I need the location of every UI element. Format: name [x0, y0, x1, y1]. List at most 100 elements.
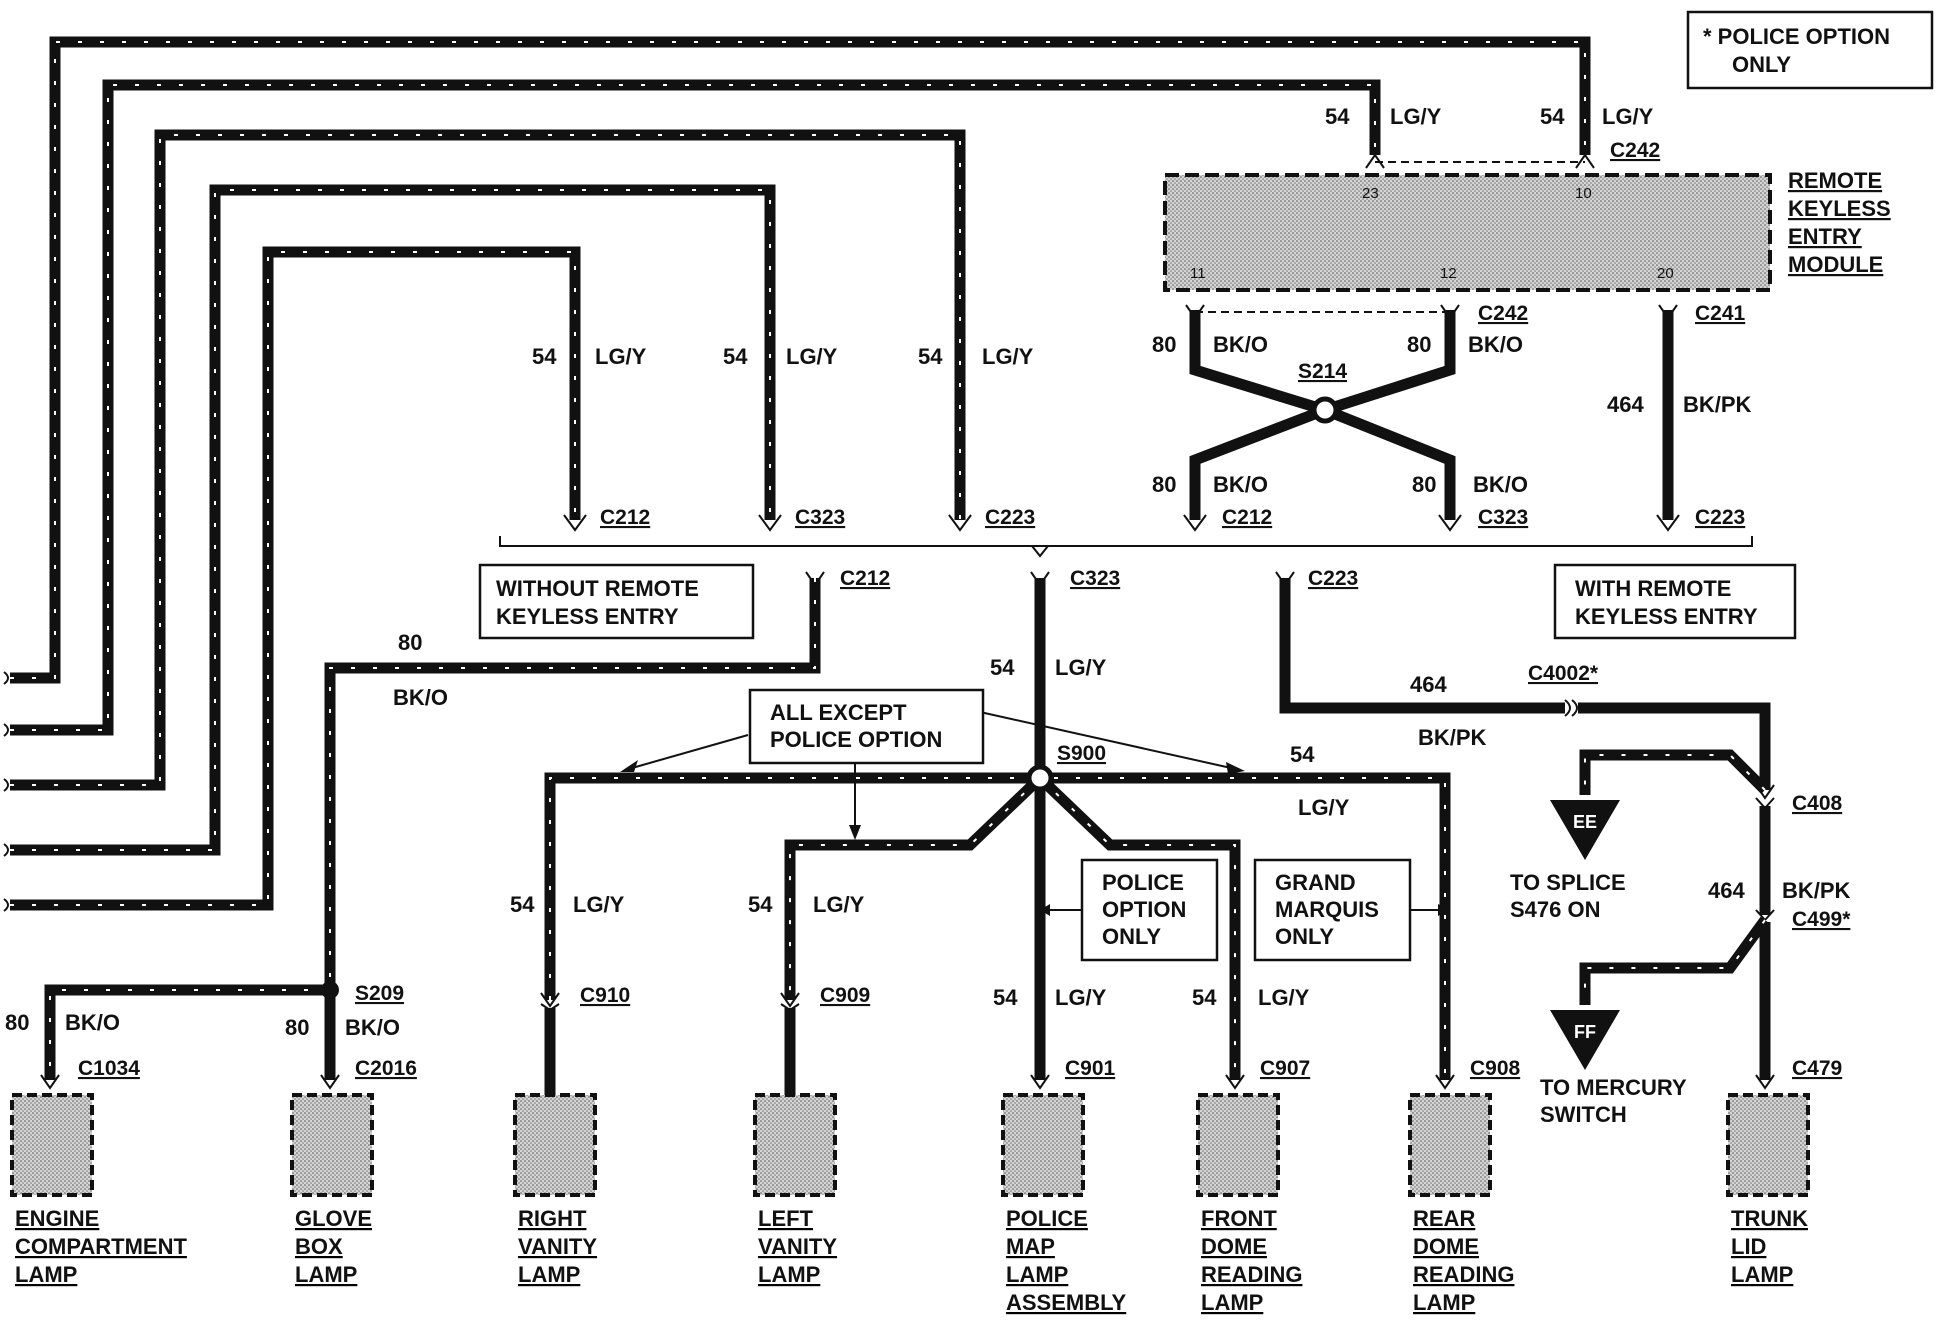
splice-s209: S209 [355, 982, 404, 1005]
pin-11: 11 [1190, 265, 1206, 282]
note-police-2: OPTION [1102, 897, 1186, 922]
all-except-box [748, 688, 985, 765]
wire-color-bko-e: BK/O [393, 685, 448, 710]
note-without-1: WITHOUT REMOTE [496, 576, 699, 601]
splice-s900: S900 [1057, 742, 1106, 765]
connector-c479: C479 [1792, 1057, 1842, 1080]
connector-c4002: C4002* [1528, 662, 1599, 685]
wire-color-bkpk-a: BK/PK [1683, 392, 1752, 417]
police-only-box [1080, 858, 1219, 962]
ee-offpage-arrow [1550, 800, 1620, 860]
wire-no-80-b: 80 [1407, 332, 1431, 357]
wire-no-54-lv: 54 [748, 892, 773, 917]
grand-marquis-box [1253, 858, 1412, 962]
module-output-wires [1183, 304, 1680, 532]
wire-no-c242-left: 54 [1325, 104, 1350, 129]
lamp-rv-3: LAMP [518, 1262, 580, 1287]
connector-c323-a: C323 [795, 506, 845, 529]
connector-c223-a: C223 [985, 506, 1035, 529]
ee-code: EE [1573, 812, 1597, 832]
wire-break-marks [3, 671, 9, 912]
pin-10: 10 [1575, 185, 1592, 202]
note-without-2: KEYLESS ENTRY [496, 604, 679, 629]
wire-color-pm: LG/Y [1055, 985, 1107, 1010]
lamp-pm-4: ASSEMBLY [1006, 1290, 1127, 1315]
wire-no-464-b: 464 [1410, 672, 1447, 697]
wire-no-54-pm: 54 [993, 985, 1018, 1010]
lamp-lv-1: LEFT [758, 1206, 814, 1231]
wire-no-80-engine: 80 [5, 1010, 29, 1035]
legend-box [1686, 10, 1934, 90]
left-vanity-lamp [753, 1093, 837, 1197]
module-title-1: REMOTE [1788, 168, 1882, 193]
lower-wires [40, 571, 1775, 1095]
wire-no-80-e: 80 [398, 630, 422, 655]
connector-c909: C909 [820, 984, 870, 1007]
lamp-blocks [10, 1093, 1810, 1197]
trunk-lid-lamp [1726, 1093, 1810, 1197]
wire-color-engine: BK/O [65, 1010, 120, 1035]
wire-color-rear: LG/Y [1298, 795, 1350, 820]
lamp-fd-2: DOME [1201, 1234, 1267, 1259]
connector-c212-a: C212 [600, 506, 650, 529]
front-dome-lamp [1196, 1093, 1280, 1197]
lamp-glove-3: LAMP [295, 1262, 357, 1287]
pin-20: 20 [1657, 265, 1674, 282]
with-rke-box [1553, 563, 1797, 640]
lamp-fd-3: READING [1201, 1262, 1302, 1287]
connector-c2016: C2016 [355, 1057, 417, 1080]
wire-color-s900: LG/Y [1055, 655, 1107, 680]
connector-c323-c: C323 [1070, 567, 1120, 590]
glove-box-lamp [290, 1093, 374, 1197]
wire-no-80-d: 80 [1412, 472, 1436, 497]
module-title-2: KEYLESS [1788, 196, 1891, 221]
splice-s214: S214 [1298, 360, 1347, 383]
rear-dome-lamp [1408, 1093, 1492, 1197]
lamp-glove-1: GLOVE [295, 1206, 372, 1231]
wire-no-80-c: 80 [1152, 472, 1176, 497]
note-gm-2: MARQUIS [1275, 897, 1379, 922]
wire-color-c223: LG/Y [982, 344, 1034, 369]
ff-offpage-arrow [1550, 1010, 1620, 1070]
wire-color-bko-c: BK/O [1213, 472, 1268, 497]
module-title-4: MODULE [1788, 252, 1883, 277]
wire-color-bkpk-c: BK/PK [1782, 878, 1851, 903]
option-divider [499, 536, 1753, 547]
wire-no-80-glove: 80 [285, 1015, 309, 1040]
ff-text-2: SWITCH [1540, 1102, 1627, 1127]
wire-color-bko-a: BK/O [1213, 332, 1268, 357]
lamp-trunk-2: LID [1731, 1234, 1766, 1259]
note-gm-1: GRAND [1275, 870, 1356, 895]
wire-color-fd: LG/Y [1258, 985, 1310, 1010]
lamp-rd-3: READING [1413, 1262, 1514, 1287]
callout-arrows [620, 711, 1448, 916]
connector-c212-b: C212 [1222, 506, 1272, 529]
connector-c242-bottom: C242 [1478, 302, 1528, 325]
connector-c223-b: C223 [1695, 506, 1745, 529]
engine-compartment-lamp [10, 1093, 94, 1197]
connector-c223-c: C223 [1308, 567, 1358, 590]
wire-no-80-a: 80 [1152, 332, 1176, 357]
lamp-fd-1: FRONT [1201, 1206, 1277, 1231]
lamp-lv-3: LAMP [758, 1262, 820, 1287]
lamp-engine-2: COMPARTMENT [15, 1234, 187, 1259]
wire-color-c323: LG/Y [786, 344, 838, 369]
wire-color-c242-left: LG/Y [1390, 104, 1442, 129]
wire-no-54-rear: 54 [1290, 742, 1315, 767]
note-police-1: POLICE [1102, 870, 1184, 895]
lamp-rd-2: DOME [1413, 1234, 1479, 1259]
lamp-pm-2: MAP [1006, 1234, 1055, 1259]
wire-color-bkpk-b: BK/PK [1418, 725, 1487, 750]
ff-text-1: TO MERCURY [1540, 1075, 1687, 1100]
lamp-pm-3: LAMP [1006, 1262, 1068, 1287]
wire-color-lv: LG/Y [813, 892, 865, 917]
connector-c242-top: C242 [1610, 139, 1660, 162]
pin-23: 23 [1362, 185, 1379, 202]
wire-color-c212: LG/Y [595, 344, 647, 369]
note-gm-3: ONLY [1275, 924, 1334, 949]
legend-line2: ONLY [1732, 52, 1791, 77]
wire-no-54-rv: 54 [510, 892, 535, 917]
connector-c241: C241 [1695, 302, 1746, 325]
lamp-fd-4: LAMP [1201, 1290, 1263, 1315]
